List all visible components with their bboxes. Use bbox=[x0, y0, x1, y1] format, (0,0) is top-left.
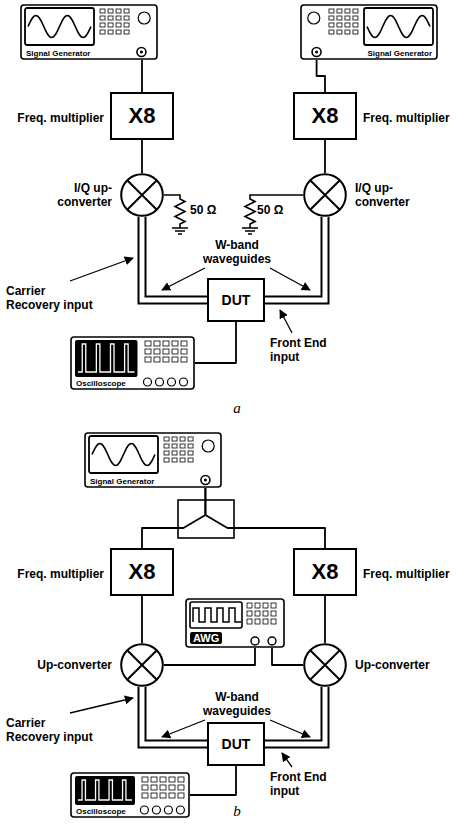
leader-arrow bbox=[70, 258, 133, 281]
leader-arrow bbox=[270, 720, 310, 737]
instrument-name: Signal Generator bbox=[90, 477, 154, 486]
signal-wire bbox=[195, 322, 236, 363]
port-label: Front End input bbox=[270, 770, 348, 798]
signal-wire bbox=[325, 596, 326, 643]
signal-wire bbox=[325, 140, 326, 173]
signal-wire bbox=[205, 488, 325, 548]
leader-arrow bbox=[162, 268, 205, 290]
instrument-name: Signal Generator bbox=[26, 49, 90, 58]
device-name: DUT bbox=[222, 292, 251, 308]
frequency-multiplier: X8Freq. multiplier bbox=[293, 548, 357, 596]
signal-generator: Signal Generator bbox=[300, 4, 438, 60]
leader-arrow bbox=[282, 753, 292, 767]
ground-symbol bbox=[242, 228, 258, 234]
mixer-circle: I/Q up-converter bbox=[120, 173, 164, 217]
instrument-name: Oscilloscope bbox=[76, 379, 126, 388]
block-label: Freq. multiplier bbox=[12, 111, 104, 125]
leader-arrow bbox=[70, 698, 133, 713]
block-label: Freq. multiplier bbox=[12, 567, 104, 581]
block-label: I/Q up-converter bbox=[20, 181, 112, 209]
multiplier-factor: X8 bbox=[312, 103, 339, 129]
mixer-circle: Up-converter bbox=[120, 643, 164, 687]
leader-arrow bbox=[162, 720, 205, 737]
signal-wire bbox=[142, 60, 143, 92]
block-label: Up-converter bbox=[355, 658, 447, 672]
frequency-multiplier: X8Freq. multiplier bbox=[110, 92, 174, 140]
block-label: Freq. multiplier bbox=[363, 111, 455, 125]
instrument-name: Signal Generator bbox=[368, 49, 432, 58]
resistor-symbol bbox=[245, 195, 303, 228]
ground-symbol bbox=[172, 228, 188, 234]
leader-arrow bbox=[270, 268, 310, 290]
waveguide-label: W-band waveguides bbox=[194, 238, 280, 266]
block-label: Freq. multiplier bbox=[363, 567, 455, 581]
mixer-symbol bbox=[303, 643, 347, 687]
instrument-name: AWG bbox=[190, 632, 222, 644]
waveguide-label: W-band waveguides bbox=[194, 690, 280, 718]
mixer-symbol bbox=[303, 173, 347, 217]
signal-wire bbox=[190, 766, 236, 795]
signal-wire bbox=[164, 648, 255, 665]
signal-wire bbox=[142, 596, 143, 643]
port-label: Carrier Recovery input bbox=[6, 284, 101, 312]
mixer-circle: Up-converter bbox=[303, 643, 347, 687]
awg-instrument: AWG bbox=[185, 598, 285, 648]
block-label: I/Q up-converter bbox=[355, 181, 447, 209]
frequency-multiplier: X8Freq. multiplier bbox=[293, 92, 357, 140]
panel-letter: a bbox=[227, 400, 247, 416]
frequency-multiplier: X8Freq. multiplier bbox=[110, 548, 174, 596]
signal-generator: Signal Generator bbox=[20, 4, 158, 60]
signal-generator: Signal Generator bbox=[84, 432, 222, 488]
device-name: DUT bbox=[222, 736, 251, 752]
signal-wire bbox=[142, 140, 143, 173]
mixer-symbol bbox=[120, 173, 164, 217]
instrument-name: Oscilloscope bbox=[76, 807, 126, 816]
signal-wire bbox=[142, 488, 205, 548]
multiplier-factor: X8 bbox=[129, 559, 156, 585]
oscilloscope: Oscilloscope bbox=[70, 336, 195, 390]
block-label: Up-converter bbox=[20, 658, 112, 672]
mixer-circle: I/Q up-converter bbox=[303, 173, 347, 217]
resistor-symbol bbox=[164, 195, 185, 228]
signal-wire bbox=[272, 648, 303, 665]
resistor-value: 50 Ω bbox=[190, 203, 224, 217]
port-label: Front End input bbox=[270, 336, 348, 364]
mixer-symbol bbox=[120, 643, 164, 687]
leader-arrow bbox=[280, 310, 292, 333]
oscilloscope: Oscilloscope bbox=[70, 772, 190, 818]
dut-box: DUT bbox=[207, 722, 265, 766]
dut-box: DUT bbox=[207, 278, 265, 322]
multiplier-factor: X8 bbox=[312, 559, 339, 585]
port-label: Carrier Recovery input bbox=[6, 716, 101, 744]
signal-wire bbox=[317, 60, 325, 92]
resistor-value: 50 Ω bbox=[257, 203, 291, 217]
panel-letter: b bbox=[227, 803, 247, 819]
multiplier-factor: X8 bbox=[129, 103, 156, 129]
